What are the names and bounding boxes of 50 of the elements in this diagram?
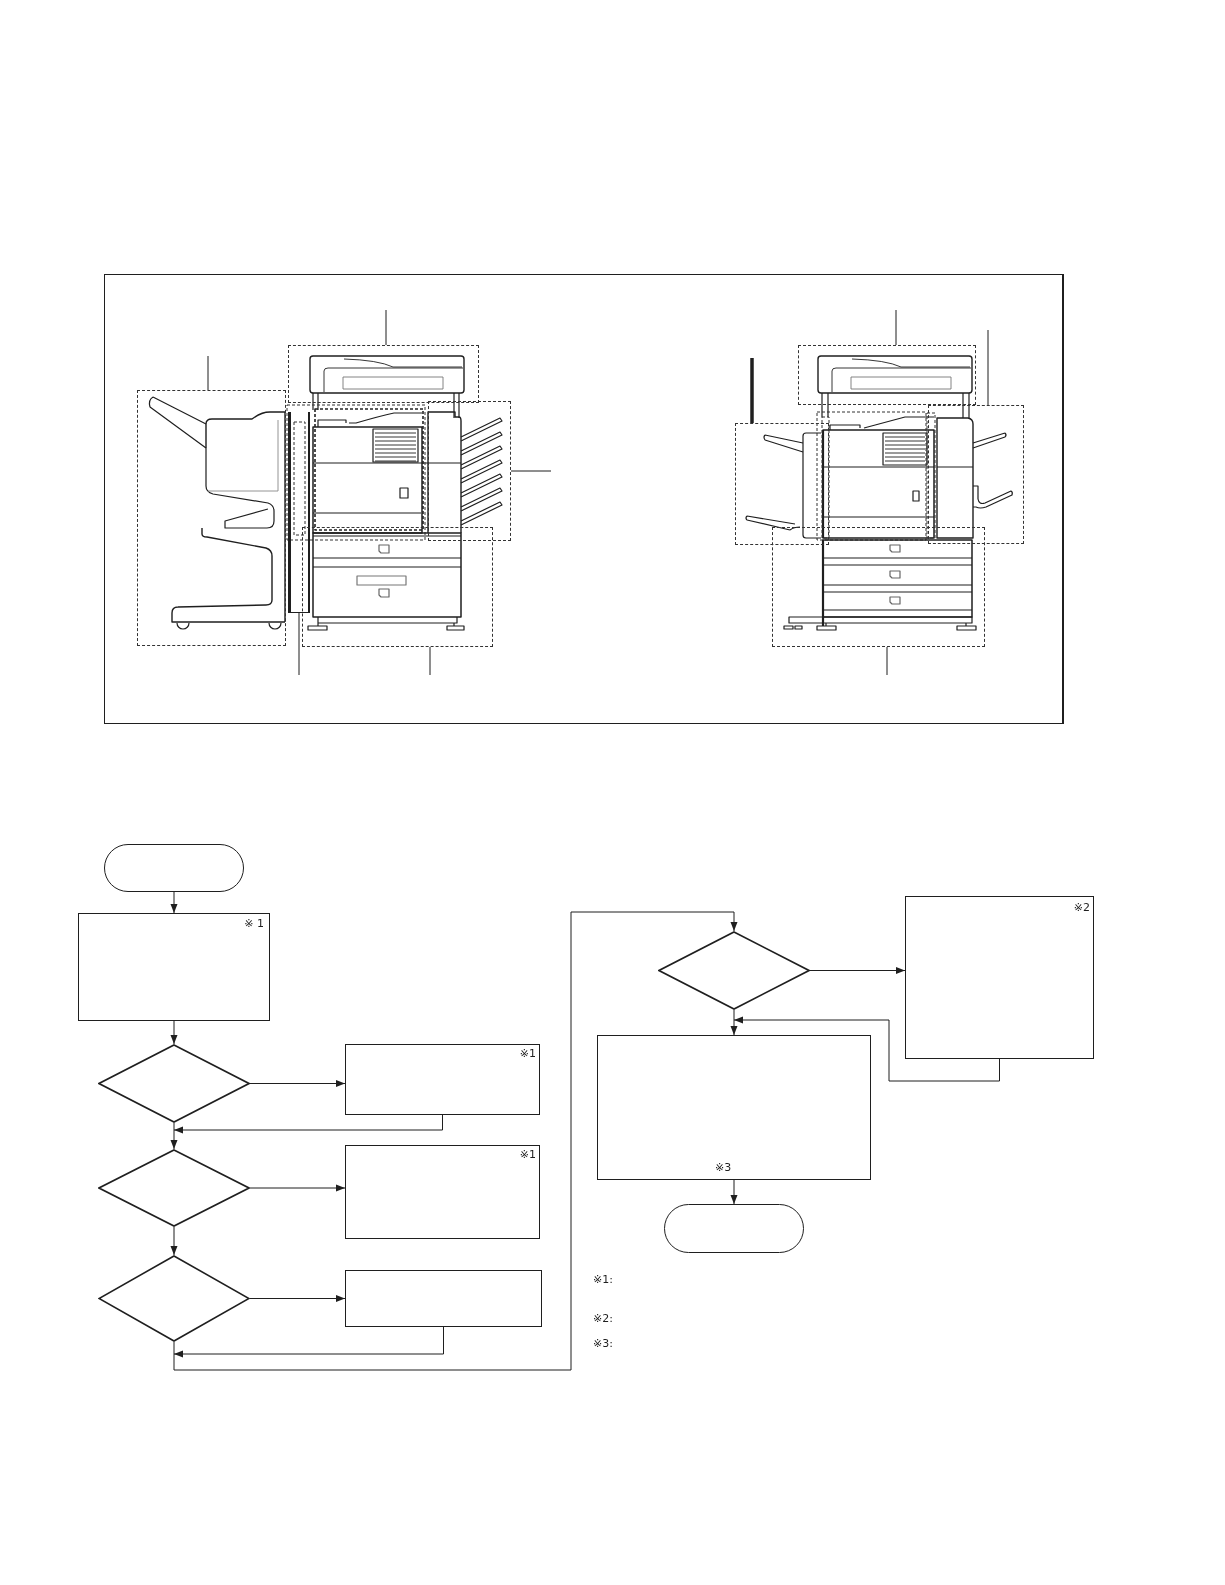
process-box [597,1035,871,1180]
process-box [345,1270,542,1327]
leader-line [298,612,300,676]
bridge-unit [288,412,310,613]
arrow [809,967,906,974]
arrow [249,1295,346,1302]
dashed-outline [428,401,511,541]
dashed-outline [137,390,286,646]
footnote-marker: ※1: [593,1273,613,1286]
footnote-marker: ※3: [593,1337,613,1350]
dashed-outline [735,423,829,545]
decision-diamond [98,1149,250,1227]
arrow [249,1080,346,1087]
arrow [170,1020,178,1045]
leader-line [510,470,552,472]
arrow [733,1016,1000,1082]
dashed-outline [772,527,985,647]
leader-line [207,355,209,391]
dashed-outline [302,527,493,647]
process-box [345,1044,540,1115]
dashed-outline [798,345,976,405]
decision-diamond [658,931,810,1010]
arrow [730,1009,738,1036]
leader-line [385,309,387,346]
arrow [170,1122,178,1150]
leader-line [886,646,888,676]
dashed-outline [288,345,479,403]
note-mark: ※1 [519,1047,536,1060]
note-mark: ※2 [1073,901,1090,914]
leader-line [429,646,431,676]
dashed-outline [928,405,1024,544]
arrow [173,1326,444,1358]
process-box [905,896,1094,1059]
note-mark: ※ 1 [244,917,264,930]
note-mark: ※1 [519,1148,536,1161]
leader-line [987,329,989,406]
process-box [78,913,270,1021]
arrow [249,1184,346,1192]
arrow [173,911,738,1371]
arrow [170,891,178,914]
footnote-marker: ※2: [593,1312,613,1325]
arrow [173,1114,443,1134]
leader-line [895,309,897,346]
process-box [345,1145,540,1239]
arrow [170,1226,178,1256]
decision-diamond [98,1044,250,1123]
arrow [730,1179,738,1205]
note-mark: ※3 [715,1161,732,1174]
decision-diamond [98,1255,250,1342]
leader-line [750,358,754,423]
